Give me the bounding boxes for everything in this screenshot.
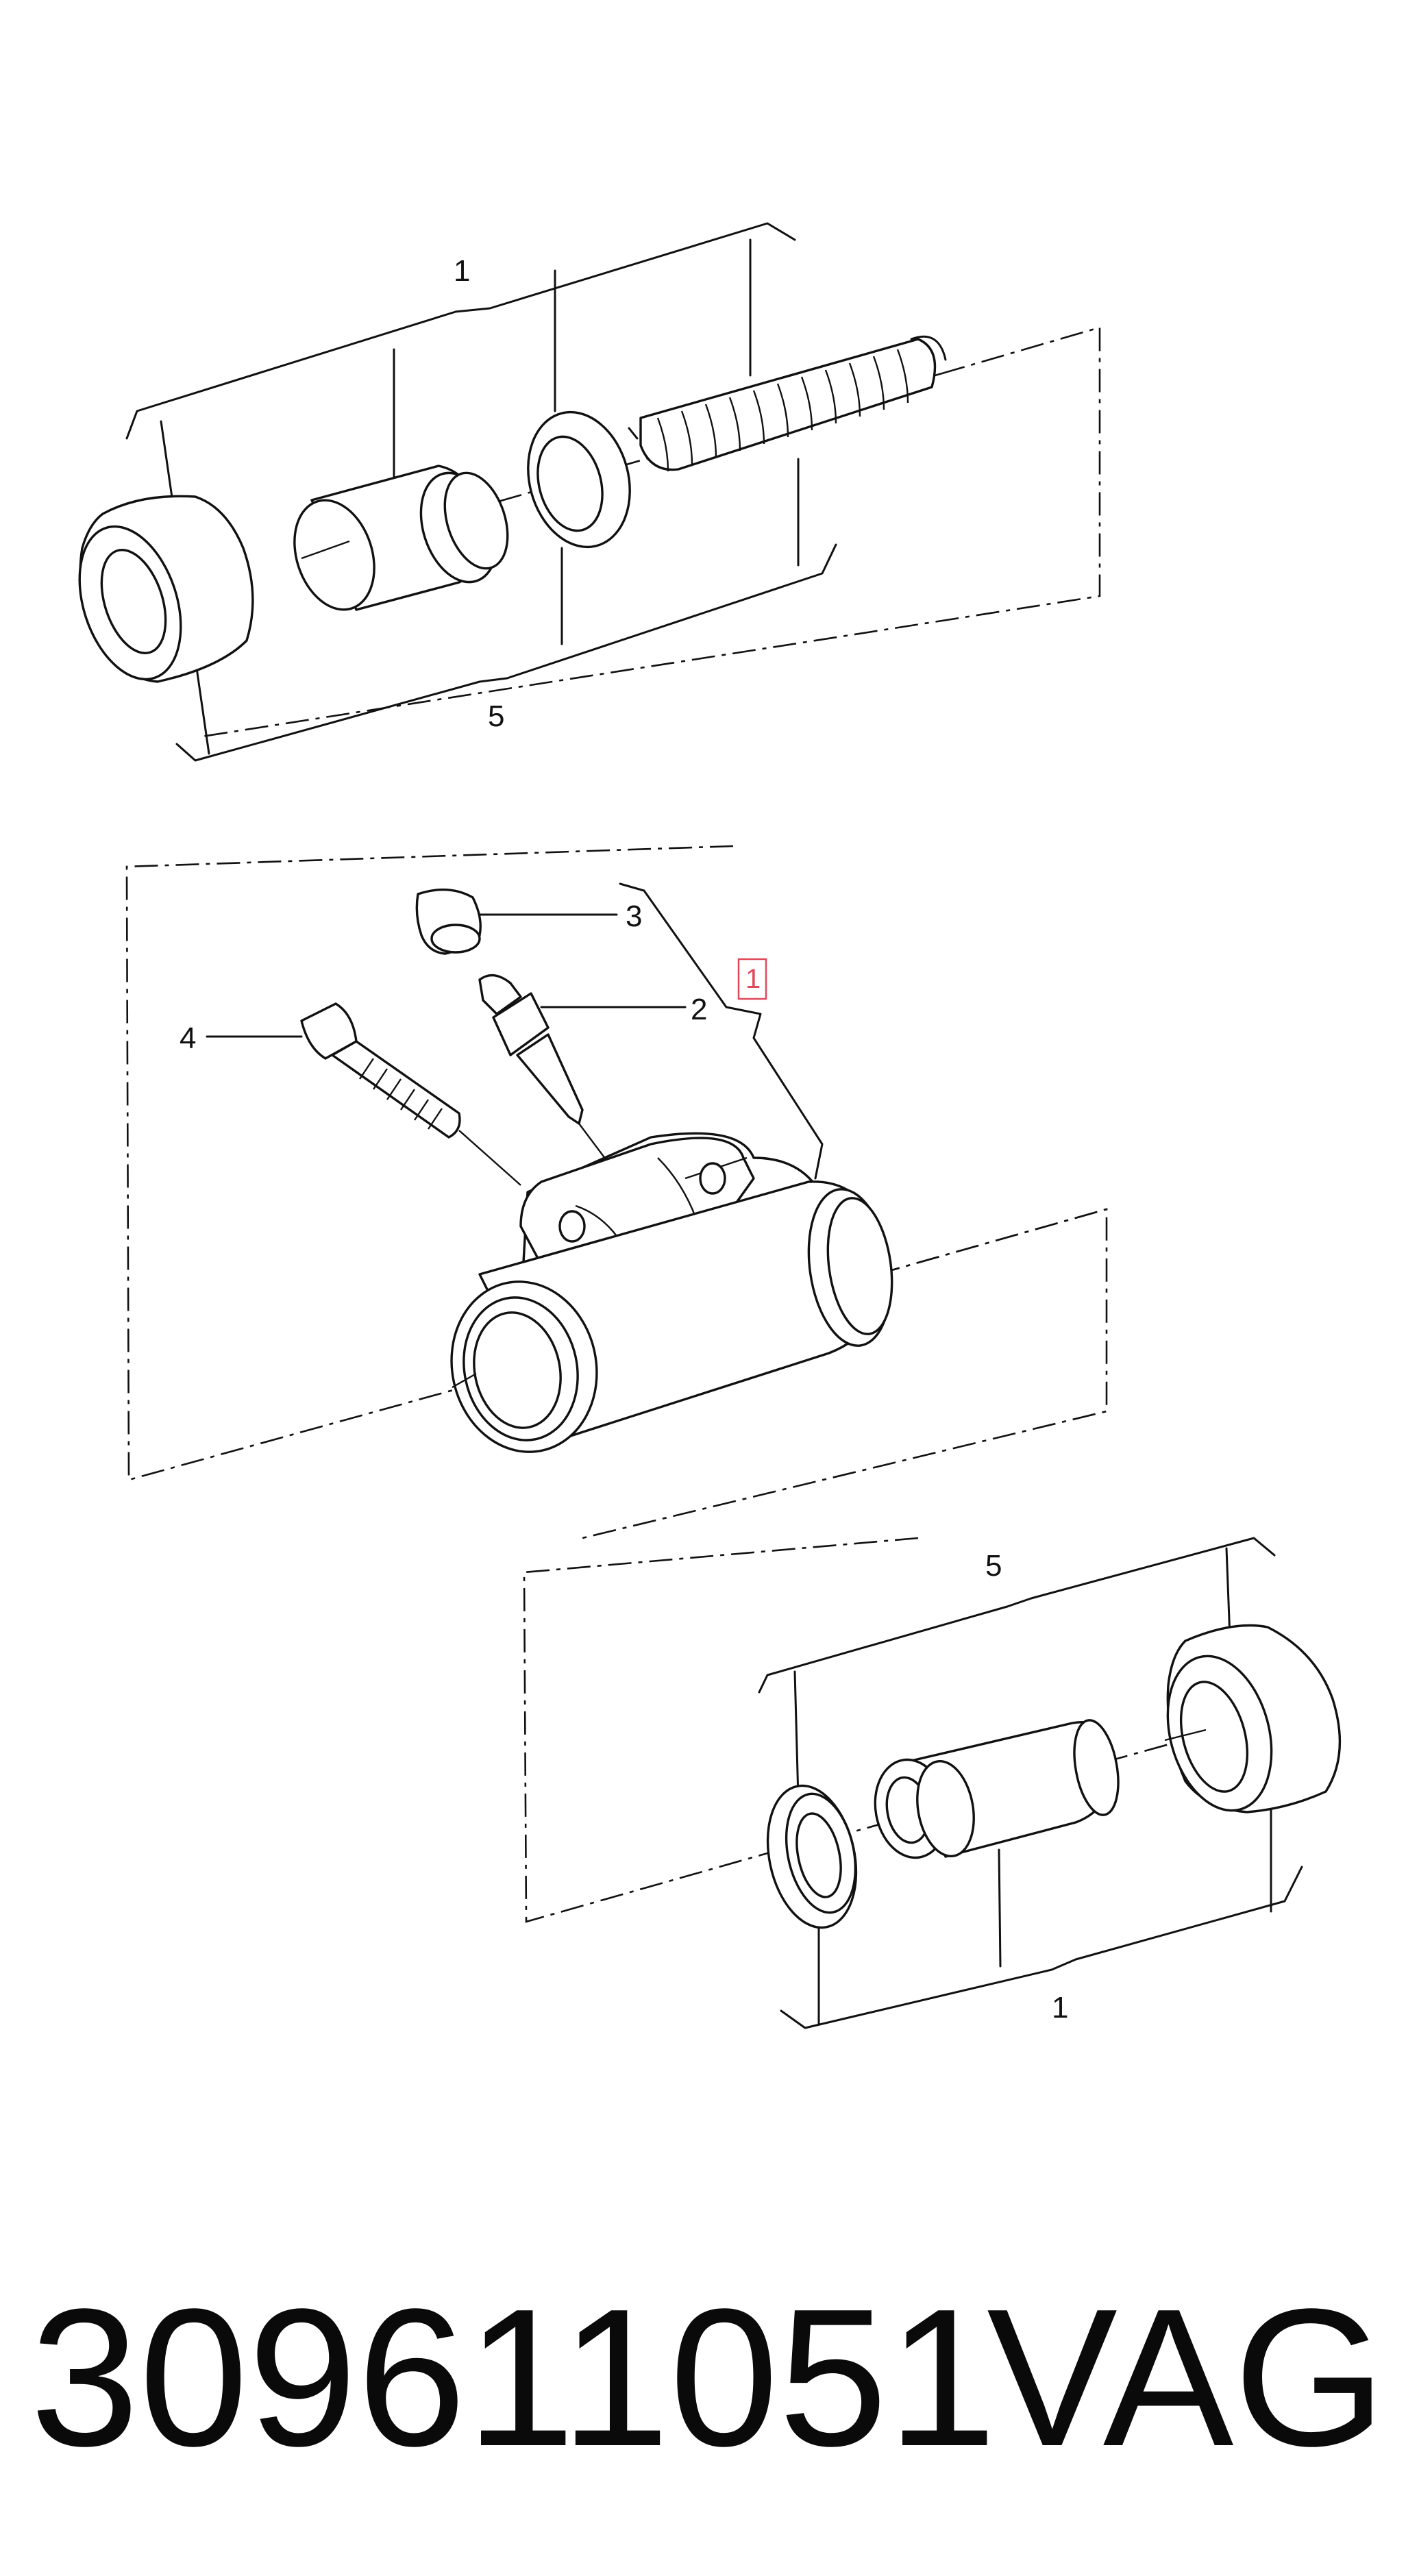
cylinder-body: [450, 1132, 893, 1453]
brand-name: VAG: [987, 2268, 1386, 2487]
bottom-seal-cup: [766, 1784, 858, 1929]
bottom-bracket-5: [758, 1537, 1276, 1694]
highlight-callout-box: [737, 958, 767, 1000]
top-repair-kit-group: 1 5: [78, 222, 1101, 762]
callout-bottom-5: 5: [985, 1549, 1002, 1583]
bottom-dust-boot: [1164, 1624, 1342, 1813]
top-spring: [628, 335, 947, 472]
bleed-cap: [415, 888, 618, 955]
top-bracket-5: [175, 543, 837, 762]
callout-2: 2: [691, 993, 707, 1026]
callout-bottom-1: 1: [1052, 1991, 1068, 2024]
middle-axis-frame: [125, 845, 734, 1481]
top-piston: [293, 465, 509, 611]
bleed-valve: [478, 974, 687, 1165]
top-bracket-1: [125, 222, 796, 440]
bottom-axis-frame: [523, 1537, 919, 1923]
mounting-bolt: [206, 1002, 521, 1186]
wheel-cylinder-group: 1 3 2 4: [125, 845, 1108, 1539]
callout-top-5: 5: [488, 699, 504, 733]
top-dust-boot: [78, 495, 254, 683]
bottom-piston: [874, 1719, 1120, 1859]
callout-top-1: 1: [454, 254, 470, 288]
part-number: 309611051: [30, 2268, 997, 2487]
callout-4: 4: [180, 1021, 196, 1055]
callout-3: 3: [626, 900, 642, 933]
top-seal-cup: [527, 410, 631, 549]
bottom-repair-kit-group: 5 1: [523, 1537, 1342, 2029]
highlight-bracket: [619, 882, 824, 1180]
top-axis-frame: [201, 326, 1101, 738]
bottom-bracket-1: [780, 1866, 1303, 2029]
callout-highlight-1: 1: [745, 964, 761, 994]
